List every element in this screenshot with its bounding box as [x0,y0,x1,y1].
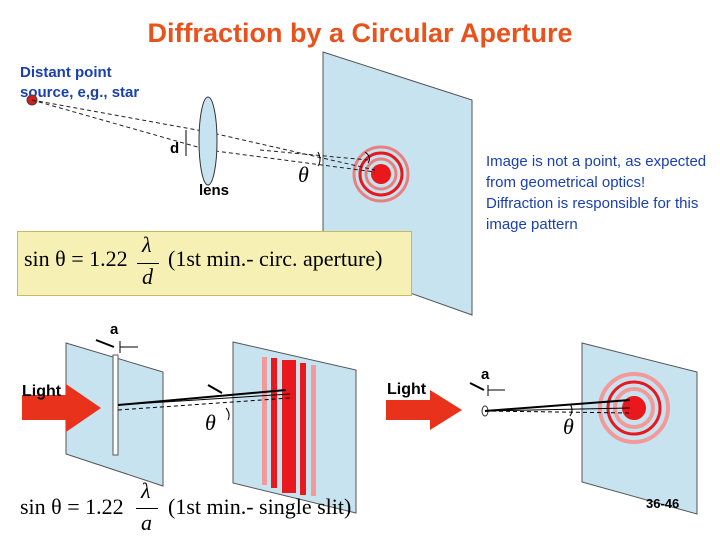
formula-circular-lhs: sin θ = 1.22 [24,246,128,271]
lens-label: lens [199,182,230,199]
page-number: 36-46 [646,496,680,511]
light-arrow-left [22,384,101,432]
formula-slit: sin θ = 1.22 λ a (1st min.- single slit) [20,478,400,540]
source-label-line2: source, e,g., star [20,84,140,101]
light-label-right: Light [387,381,427,398]
formula-slit-lhs: sin θ = 1.22 [20,494,124,519]
formula-circular-numerator: λ [142,232,152,257]
image-note: Image is not a point, as expected from g… [486,153,707,233]
theta-label-top: θ [298,162,309,187]
slit-pattern [262,357,316,496]
page-title: Diffraction by a Circular Aperture [147,18,573,48]
source-label-line1: Distant point [20,64,112,81]
formula-slit-numerator: λ [141,478,151,503]
circular-pattern-top [352,145,410,203]
aperture-d-label: d [170,140,180,157]
source-label: Distant point source, e,g., star [20,63,139,103]
formula-slit-fraction-bar [136,508,158,509]
theta-label-aperture: θ [563,414,574,439]
theta-label-slit: θ [205,410,216,435]
aperture-screen-right [581,342,698,515]
formula-circular-fraction-bar [137,263,159,264]
formula-circular-note: (1st min.- circ. aperture) [168,246,383,271]
slit [112,354,119,456]
lens-shape [198,96,218,186]
formula-circular-denominator: d [142,264,153,289]
aperture-width-label: a [481,366,490,383]
slit-width-label: a [110,321,119,338]
formula-circular: sin θ = 1.22 λ d (1st min.- circ. apertu… [17,231,412,296]
formula-slit-note: (1st min.- single slit) [168,494,352,519]
light-arrow-right [386,390,462,430]
formula-slit-denominator: a [141,510,152,535]
light-label-left: Light [22,383,62,400]
